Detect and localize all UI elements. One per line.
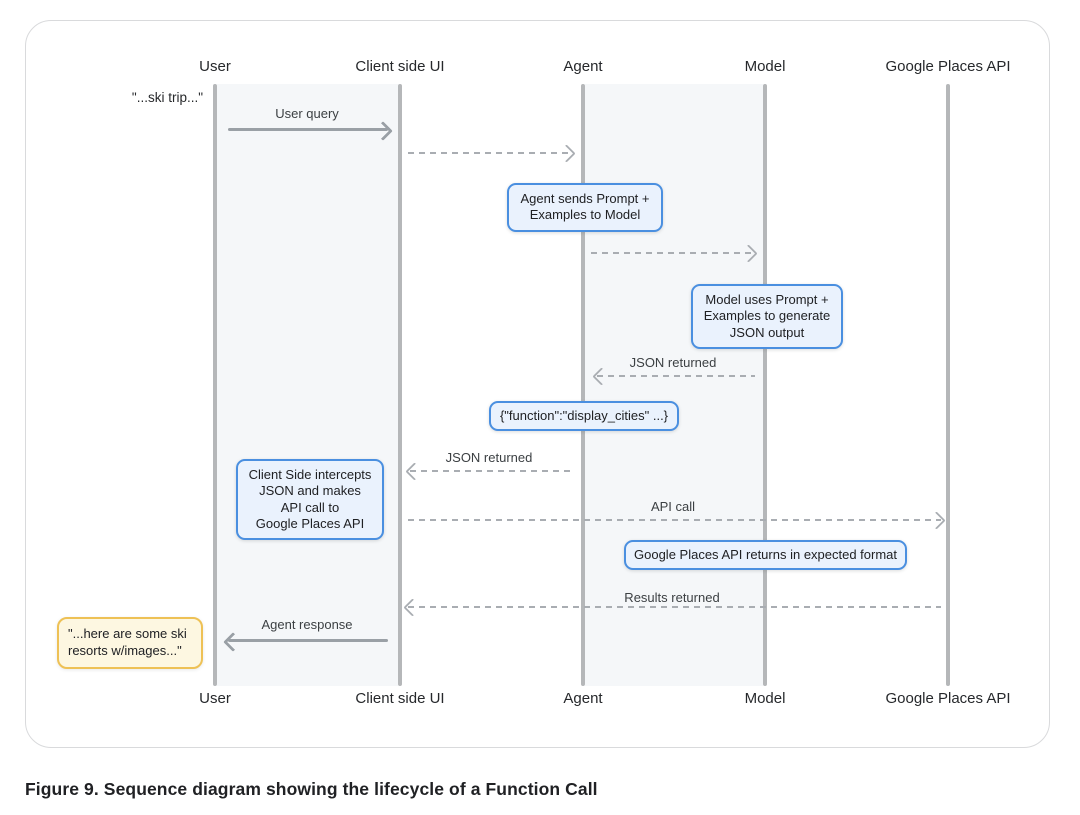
actor-bottom-google-places-api: Google Places API — [885, 690, 1011, 707]
message-label-json-returned-2: JSON returned — [445, 450, 533, 465]
message-label-api-call: API call — [650, 499, 696, 514]
actor-bottom-user: User — [199, 690, 231, 707]
lifeline-user — [213, 84, 217, 686]
message-arrow-json-returned-1 — [597, 375, 755, 377]
annotation-places-returns: Google Places API returns in expected fo… — [624, 540, 907, 571]
lifeline-model — [763, 84, 767, 686]
message-label-agent-response: Agent response — [261, 617, 353, 632]
actor-top-google-places-api: Google Places API — [885, 58, 1011, 75]
column-band-user-client — [217, 84, 398, 686]
lifeline-client-side-ui — [398, 84, 402, 686]
message-arrow-agent-response — [228, 639, 388, 642]
annotation-agent-sends-prompt: Agent sends Prompt + Examples to Model — [507, 183, 663, 232]
message-label-results-returned: Results returned — [624, 590, 720, 605]
actor-top-client-side-ui: Client side UI — [355, 58, 445, 75]
annotation-client-intercepts: Client Side intercepts JSON and makes AP… — [236, 459, 384, 540]
message-label-json-returned-1: JSON returned — [629, 355, 717, 370]
lifeline-google-places-api — [946, 84, 950, 686]
note-ski-resorts: "...here are some ski resorts w/images..… — [57, 617, 203, 669]
actor-top-user: User — [199, 58, 231, 75]
actor-bottom-agent: Agent — [563, 690, 603, 707]
actor-bottom-model: Model — [744, 690, 786, 707]
lifeline-agent — [581, 84, 585, 686]
message-arrow-api-call — [408, 519, 941, 521]
actor-bottom-client-side-ui: Client side UI — [355, 690, 445, 707]
annotation-model-uses-prompt: Model uses Prompt + Examples to generate… — [691, 284, 843, 349]
actor-top-agent: Agent — [563, 58, 603, 75]
annotation-function-json: {"function":"display_cities" ...} — [489, 401, 679, 432]
figure-caption: Figure 9. Sequence diagram showing the l… — [25, 779, 598, 799]
actor-top-model: Model — [744, 58, 786, 75]
message-arrow-client-to-agent — [408, 152, 571, 154]
note-ski-trip: "...ski trip..." — [131, 90, 203, 105]
message-arrow-results-returned — [408, 606, 941, 608]
message-arrow-agent-to-model — [591, 252, 753, 254]
message-arrow-json-returned-2 — [410, 470, 571, 472]
message-arrow-user-query — [228, 128, 388, 131]
message-label-user-query: User query — [275, 106, 339, 121]
